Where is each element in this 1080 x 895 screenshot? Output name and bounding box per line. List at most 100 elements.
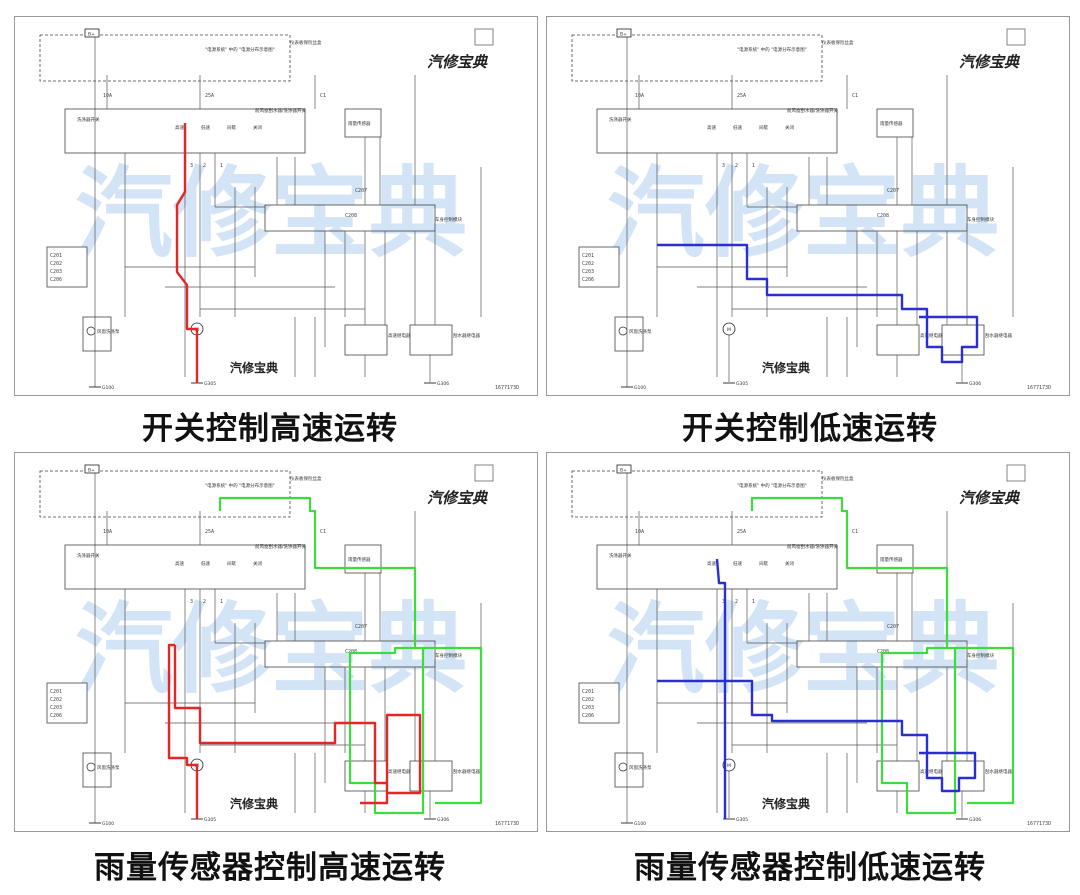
washer-pump-motor-icon: [618, 762, 628, 772]
brand-bottom: 汽修宝典: [762, 360, 810, 375]
brand-top: 汽修宝典: [427, 53, 489, 71]
relay-high-label: 高速继电器: [388, 332, 411, 339]
connector-code-4: C206: [582, 277, 594, 283]
highlight-path-primary-2: [715, 558, 727, 819]
caption-1: 开关控制高速运转: [142, 411, 398, 447]
pin-label-7: C207: [887, 188, 899, 194]
connector-legend: [578, 246, 620, 288]
pin-label-2: 25A: [737, 93, 746, 99]
washer-pump-label: 风窗洗涤泵: [97, 328, 120, 335]
pin-label-1: 10A: [635, 93, 644, 99]
fuse-box-label: 仪表板保险丝盒: [822, 475, 854, 482]
switch-position-2: 低速: [733, 124, 742, 131]
battery-label: B+: [88, 468, 95, 474]
rain-sensor-label: 雨量传感器: [348, 556, 371, 563]
rain-sensor-label: 雨量传感器: [880, 120, 903, 127]
ground-label-2: G305: [204, 817, 216, 823]
fuse-box-outline: [571, 470, 823, 518]
ground-label-2: G305: [736, 817, 748, 823]
power-note: "电源系统" 中的 "电源分布示意图": [737, 482, 807, 489]
connector-code-3: C203: [50, 705, 62, 711]
switch-position-4: 关闭: [253, 124, 262, 131]
wiper-switch-box: [64, 544, 306, 590]
connector-code-1: C201: [50, 253, 62, 259]
connector-code-2: C202: [582, 697, 594, 703]
connector-code-3: C203: [50, 269, 62, 275]
ground-label-3: G306: [969, 817, 981, 823]
relay-low-label: 刮水器继电器: [453, 332, 480, 339]
bcm-label: 车身控制模块: [435, 216, 462, 223]
switch-position-4: 关闭: [253, 560, 262, 567]
pin-label-2: 25A: [205, 93, 214, 99]
corner-tag: [1006, 464, 1026, 482]
pin-label-6: 1: [752, 163, 755, 169]
pin-label-3: C1: [320, 529, 326, 535]
pin-label-5: 2: [735, 599, 738, 605]
relay-low-label: 刮水器继电器: [985, 332, 1012, 339]
wiper-switch-box: [596, 108, 838, 154]
rain-sensor-label: 雨量传感器: [348, 120, 371, 127]
connector-code-4: C206: [50, 277, 62, 283]
washer-pump-box: [82, 316, 112, 352]
switch-position-3: 间歇: [227, 560, 236, 567]
ground-label-2: G305: [736, 381, 748, 387]
relay-low-label: 刮水器继电器: [453, 768, 480, 775]
switch-position-3: 间歇: [227, 124, 236, 131]
connector-code-1: C201: [582, 689, 594, 695]
connector-code-1: C201: [582, 253, 594, 259]
fuse-box-outline: [39, 34, 291, 82]
washer-pump-label: 风窗洗涤泵: [629, 764, 652, 771]
pin-label-3: C1: [320, 93, 326, 99]
washer-pump-box: [82, 752, 112, 788]
connector-legend: [46, 682, 88, 724]
pin-label-2: 25A: [737, 529, 746, 535]
highlight-path-primary: [657, 243, 979, 364]
connector-legend: [46, 246, 88, 288]
connector-code-3: C203: [582, 269, 594, 275]
relay-high-box: [876, 324, 920, 356]
switch-position-2: 低速: [733, 560, 742, 567]
switch-position-4: 关闭: [785, 560, 794, 567]
wiper-switch-label: 前风窗刮水器/洗涤器开关: [255, 107, 307, 114]
rain-sensor-box: [344, 108, 382, 138]
corner-tag: [474, 28, 494, 46]
diagram-code: 1677173D: [495, 821, 519, 827]
battery-label: B+: [88, 32, 95, 38]
brand-top: 汽修宝典: [959, 489, 1021, 507]
bcm-box: [796, 204, 968, 232]
washer-pump-box: [614, 752, 644, 788]
connector-legend: [578, 682, 620, 724]
pin-label-4: 3: [722, 163, 725, 169]
washer-pump-motor-icon: [86, 762, 96, 772]
wiper-motor-m: M: [727, 327, 731, 333]
relay-high-label: 高速继电器: [388, 768, 411, 775]
fuse-box-label: 仪表板保险丝盒: [290, 39, 322, 46]
highlight-path-secondary: [750, 496, 1015, 815]
washer-switch-label: 洗涤器开关: [609, 116, 632, 123]
connector-code-4: C206: [582, 713, 594, 719]
pin-label-4: 3: [190, 163, 193, 169]
fuse-box-label: 仪表板保险丝盒: [822, 39, 854, 46]
fuse-box-outline: [571, 34, 823, 82]
relay-low-box: [409, 760, 453, 792]
brand-bottom: 汽修宝典: [230, 360, 278, 375]
power-note: "电源系统" 中的 "电源分布示意图": [205, 482, 275, 489]
switch-position-3: 间歇: [759, 124, 768, 131]
relay-high-box: [876, 760, 920, 792]
power-note: "电源系统" 中的 "电源分布示意图": [205, 46, 275, 53]
washer-switch-label: 洗涤器开关: [77, 116, 100, 123]
ground-label-1: G100: [634, 821, 646, 827]
wiper-switch-label: 前风窗刮水器/洗涤器开关: [787, 107, 839, 114]
caption-4: 雨量传感器控制低速运转: [634, 850, 986, 886]
rain-sensor-label: 雨量传感器: [880, 556, 903, 563]
switch-position-1: 高速: [175, 560, 184, 567]
highlight-path-primary-2: [173, 645, 422, 805]
pin-label-5: 2: [203, 163, 206, 169]
battery-icon: [84, 464, 100, 474]
bcm-label: 车身控制模块: [967, 652, 994, 659]
brand-bottom: 汽修宝典: [230, 796, 278, 811]
pin-label-7: C207: [887, 624, 899, 630]
